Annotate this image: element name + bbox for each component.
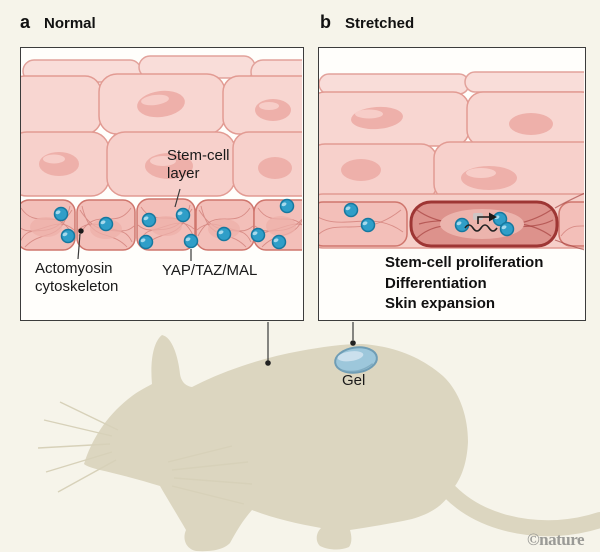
yap-molecule-icon xyxy=(343,202,359,218)
stem-cell-right xyxy=(554,192,584,251)
yap-molecule-icon xyxy=(360,217,376,233)
mouse-whiskers xyxy=(37,401,253,505)
outcome-list: Stem-cell proliferation Differentiation … xyxy=(385,253,585,315)
panel-b-connector xyxy=(350,322,356,346)
yap-molecule-icon xyxy=(454,217,470,233)
stem-cell-layer-label: Stem-cell layer xyxy=(167,147,230,182)
yap-taz-mal-label: YAP/TAZ/MAL xyxy=(162,262,258,279)
panel-b-header: b Stretched xyxy=(320,12,414,33)
panel-a-title: Normal xyxy=(44,15,96,32)
yap-molecule-icon xyxy=(141,212,157,228)
yap-molecule-icon xyxy=(175,207,191,223)
actomyosin-pointer-line xyxy=(77,233,81,260)
nature-credit: ©nature xyxy=(526,530,585,549)
panel-a-tag: a xyxy=(20,12,31,32)
outcome-skin-expansion: Skin expansion xyxy=(385,295,496,312)
yap-molecule-icon xyxy=(216,226,232,242)
panel-a-header: a Normal xyxy=(20,12,96,33)
actomyosin-label: Actomyosin cytoskeleton xyxy=(35,260,119,295)
outcome-differentiation: Differentiation xyxy=(385,274,487,292)
yap-molecule-icon xyxy=(279,198,295,214)
activated-stretched-stem-cell xyxy=(409,200,559,248)
yap-molecule-icon xyxy=(138,234,154,250)
suprabasal-stretched-2 xyxy=(319,141,584,201)
yap-molecule-icon xyxy=(271,234,287,250)
yap-molecule-icon xyxy=(250,227,266,243)
stretched-skin-illustration xyxy=(319,71,584,251)
stem-layer-pointer-line xyxy=(174,188,181,208)
panel-b-title: Stretched xyxy=(345,15,415,32)
panel-a-connector xyxy=(265,322,271,366)
mouse-silhouette xyxy=(84,335,468,552)
panel-a-normal: Stem-cell layer Actomyosin cytoskeleton … xyxy=(20,47,304,321)
panel-b-tag: b xyxy=(320,12,331,32)
stem-cell-layer xyxy=(21,198,302,251)
gel-icon xyxy=(334,346,378,374)
panel-a-connector-dot xyxy=(265,360,271,366)
cornified-layer-stretched xyxy=(319,71,584,95)
suprabasal-stretched-1 xyxy=(319,91,584,147)
suprabasal-layer-2 xyxy=(21,131,302,197)
actomyosin-pointer-dot xyxy=(78,228,84,234)
dna-wave-icon xyxy=(464,224,498,232)
gel-label: Gel xyxy=(342,372,366,389)
panel-b-connector-dot xyxy=(350,340,356,346)
yap-molecule-icon xyxy=(53,206,69,222)
transcription-arrow-icon xyxy=(464,212,498,232)
mouse-tail xyxy=(442,484,600,537)
yap-molecule-icon xyxy=(98,216,114,232)
panel-a-pointers xyxy=(77,188,192,261)
normal-skin-illustration xyxy=(21,55,302,261)
yap-molecule-icon xyxy=(60,228,76,244)
panel-b-stretched: Stem-cell proliferation Differentiation … xyxy=(318,47,586,321)
yap-molecule-icon xyxy=(499,221,515,237)
outcome-proliferation: Stem-cell proliferation xyxy=(385,254,544,271)
yap-molecule-icon xyxy=(183,233,199,249)
suprabasal-layer-1 xyxy=(21,73,302,135)
